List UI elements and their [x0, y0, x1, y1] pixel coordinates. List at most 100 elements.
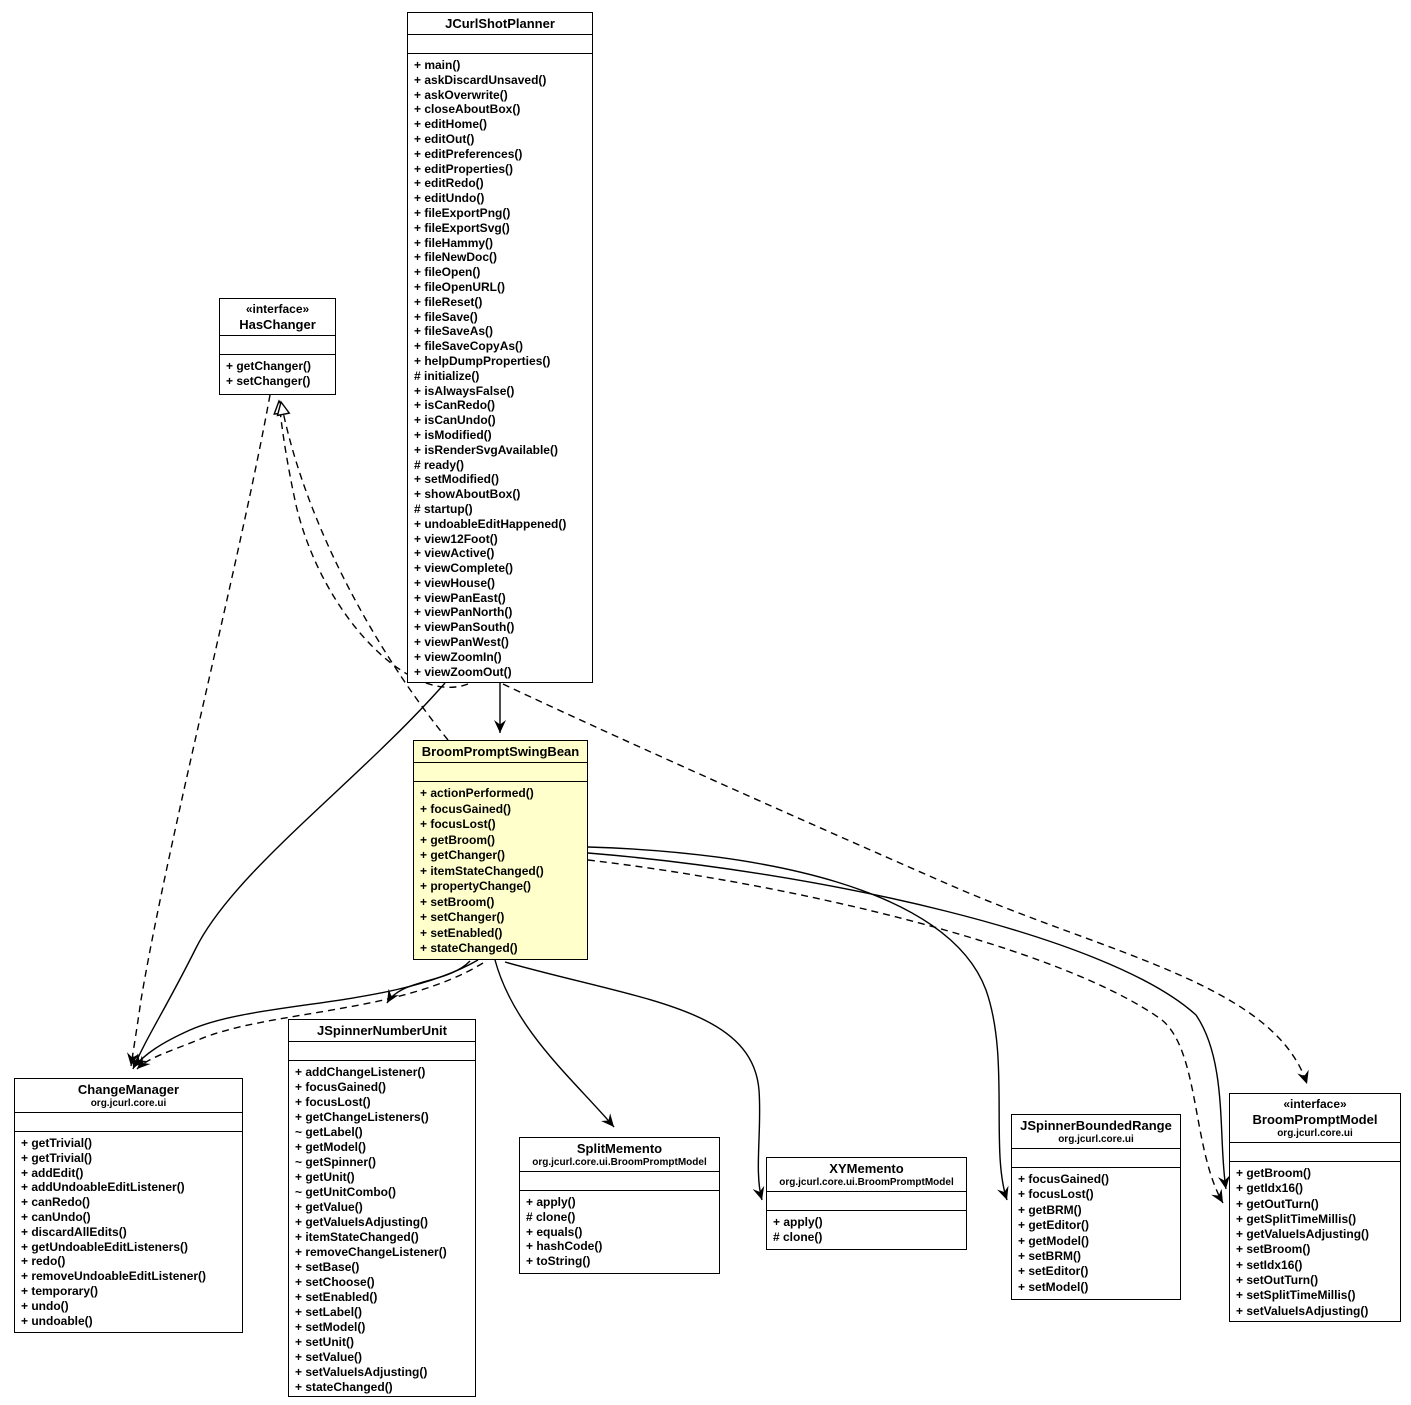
method-label: + itemStateChanged() — [295, 1230, 419, 1244]
class-package: org.jcurl.core.ui — [1277, 1128, 1353, 1139]
methods-compartment: + getChanger()+ setChanger() — [220, 355, 335, 391]
methods-compartment: + getTrivial()+ getTrivial()+ addEdit()+… — [15, 1132, 242, 1330]
method-label: + discardAllEdits() — [21, 1224, 127, 1239]
class-title: JCurlShotPlanner — [408, 13, 592, 35]
method-label: + getBroom() — [1236, 1166, 1311, 1180]
method-label: + redo() — [21, 1254, 66, 1269]
class-box-xymemento[interactable]: XYMemento org.jcurl.core.ui.BroomPromptM… — [766, 1157, 967, 1250]
method-label: + setLabel() — [295, 1305, 363, 1319]
class-title: SplitMemento org.jcurl.core.ui.BroomProm… — [520, 1138, 719, 1172]
attributes-compartment — [408, 35, 592, 54]
method-label: + focusLost() — [295, 1095, 371, 1109]
method-label: + getModel() — [1018, 1233, 1089, 1248]
method-label: + equals() — [526, 1224, 583, 1239]
method-label: + setBRM() — [1018, 1249, 1082, 1264]
method-label: + apply() — [773, 1215, 823, 1229]
method-label: + getValue() — [295, 1200, 363, 1214]
method-label: + editHome() — [414, 117, 488, 132]
method-label: + viewPanWest() — [414, 635, 509, 650]
method-label: + fileOpenURL() — [414, 279, 506, 294]
method-label: + helpDumpProperties() — [414, 353, 551, 368]
method-label: + getOutTurn() — [1236, 1196, 1319, 1211]
method-label: + removeChangeListener() — [295, 1245, 447, 1259]
method-label: + setOutTurn() — [1236, 1273, 1319, 1288]
method-label: + viewPanEast() — [414, 590, 506, 605]
class-name: BroomPromptModel — [1252, 1112, 1378, 1127]
method-label: + editPreferences() — [414, 146, 523, 161]
method-label: + setModified() — [414, 472, 500, 487]
method-label: + addUndoableEditListener() — [21, 1180, 185, 1195]
class-name: JSpinnerBoundedRange — [1020, 1118, 1172, 1133]
method-label: + canUndo() — [21, 1209, 91, 1224]
method-label: + viewZoomOut() — [414, 664, 512, 679]
method-label: + canRedo() — [21, 1195, 91, 1210]
class-box-broompromptmodel[interactable]: «interface» BroomPromptModel org.jcurl.c… — [1229, 1093, 1401, 1322]
method-label: + stateChanged() — [420, 941, 518, 955]
methods-compartment: + getBroom()+ getIdx16()+ getOutTurn()+ … — [1230, 1162, 1400, 1321]
attributes-compartment — [289, 1042, 475, 1061]
methods-compartment: + apply()# clone()+ equals()+ hashCode()… — [520, 1191, 719, 1271]
method-label: + focusGained() — [420, 801, 512, 816]
class-box-changemanager[interactable]: ChangeManager org.jcurl.core.ui + getTri… — [14, 1078, 243, 1333]
method-label: + stateChanged() — [295, 1380, 393, 1394]
method-label: + viewPanNorth() — [414, 605, 513, 620]
method-label: + getUnit() — [295, 1170, 355, 1184]
method-label: + setEnabled() — [420, 925, 503, 940]
method-label: + isModified() — [414, 427, 492, 442]
method-label: + getValueIsAdjusting() — [1236, 1227, 1370, 1242]
method-label: + apply() — [526, 1195, 576, 1209]
method-label: + fileExportPng() — [414, 205, 511, 220]
class-name: ChangeManager — [77, 1082, 180, 1097]
method-label: + editRedo() — [414, 176, 484, 191]
method-label: + getModel() — [295, 1140, 366, 1154]
method-label: + getEditor() — [1018, 1218, 1089, 1233]
class-box-jspinnerboundedrange[interactable]: JSpinnerBoundedRange org.jcurl.core.ui +… — [1011, 1114, 1181, 1300]
method-label: + itemStateChanged() — [420, 863, 544, 878]
class-box-splitmemento[interactable]: SplitMemento org.jcurl.core.ui.BroomProm… — [519, 1137, 720, 1274]
method-label: + undo() — [21, 1298, 69, 1313]
method-label: + fileExportSvg() — [414, 220, 510, 235]
method-label: + getChangeListeners() — [295, 1110, 429, 1124]
method-label: + viewComplete() — [414, 561, 514, 576]
method-label: # clone() — [773, 1229, 823, 1244]
class-box-broompromptswingbean[interactable]: BroomPromptSwingBean + actionPerformed()… — [413, 740, 588, 960]
attributes-compartment — [767, 1192, 966, 1211]
method-label: + viewPanSouth() — [414, 620, 515, 635]
method-label: + isCanRedo() — [414, 398, 496, 413]
method-label: + setIdx16() — [1236, 1257, 1303, 1272]
method-label: + viewActive() — [414, 546, 495, 561]
edge-haschanger-changemanager-dependency — [126, 394, 271, 1067]
method-label: + closeAboutBox() — [414, 102, 521, 117]
method-label: + hashCode() — [526, 1239, 603, 1254]
method-label: + editOut() — [414, 131, 475, 146]
method-label: + getChanger() — [226, 359, 312, 373]
class-name: BroomPromptSwingBean — [421, 744, 580, 759]
method-label: + setUnit() — [295, 1335, 355, 1349]
edge-jcurlshotplanner-changemanager-association — [132, 682, 446, 1070]
method-label: + setChoose() — [295, 1275, 375, 1289]
class-title: JSpinnerBoundedRange org.jcurl.core.ui — [1012, 1115, 1180, 1149]
method-label: + toString() — [526, 1254, 591, 1269]
attributes-compartment — [15, 1113, 242, 1132]
edge-broompromptswingbean-haschanger-realization — [276, 400, 449, 741]
method-label: + editProperties() — [414, 161, 514, 176]
method-label: + propertyChange() — [420, 879, 532, 893]
class-box-haschanger[interactable]: «interface» HasChanger + getChanger()+ s… — [219, 298, 336, 395]
method-label: + addChangeListener() — [295, 1065, 426, 1079]
edge-broompromptswingbean-jspinnerboundedrange-association — [587, 846, 1009, 1201]
method-label: + undoable() — [21, 1313, 93, 1328]
class-box-jspinnernumberunit[interactable]: JSpinnerNumberUnit + addChangeListener()… — [288, 1019, 476, 1397]
method-label: + isCanUndo() — [414, 413, 496, 428]
method-label: + getTrivial() — [21, 1150, 93, 1165]
method-label: + setEnabled() — [295, 1290, 378, 1304]
class-name: JCurlShotPlanner — [445, 16, 555, 31]
method-label: + askOverwrite() — [414, 87, 508, 102]
class-name: HasChanger — [239, 317, 316, 332]
class-package: org.jcurl.core.ui — [90, 1098, 167, 1109]
class-box-jcurlshotplanner[interactable]: JCurlShotPlanner + main()+ askDiscardUns… — [407, 12, 593, 683]
attributes-compartment — [414, 763, 587, 782]
method-label: + fileSaveAs() — [414, 324, 494, 339]
method-label: + addEdit() — [21, 1165, 84, 1180]
class-name: JSpinnerNumberUnit — [316, 1023, 447, 1038]
method-label: + fileNewDoc() — [414, 250, 498, 265]
